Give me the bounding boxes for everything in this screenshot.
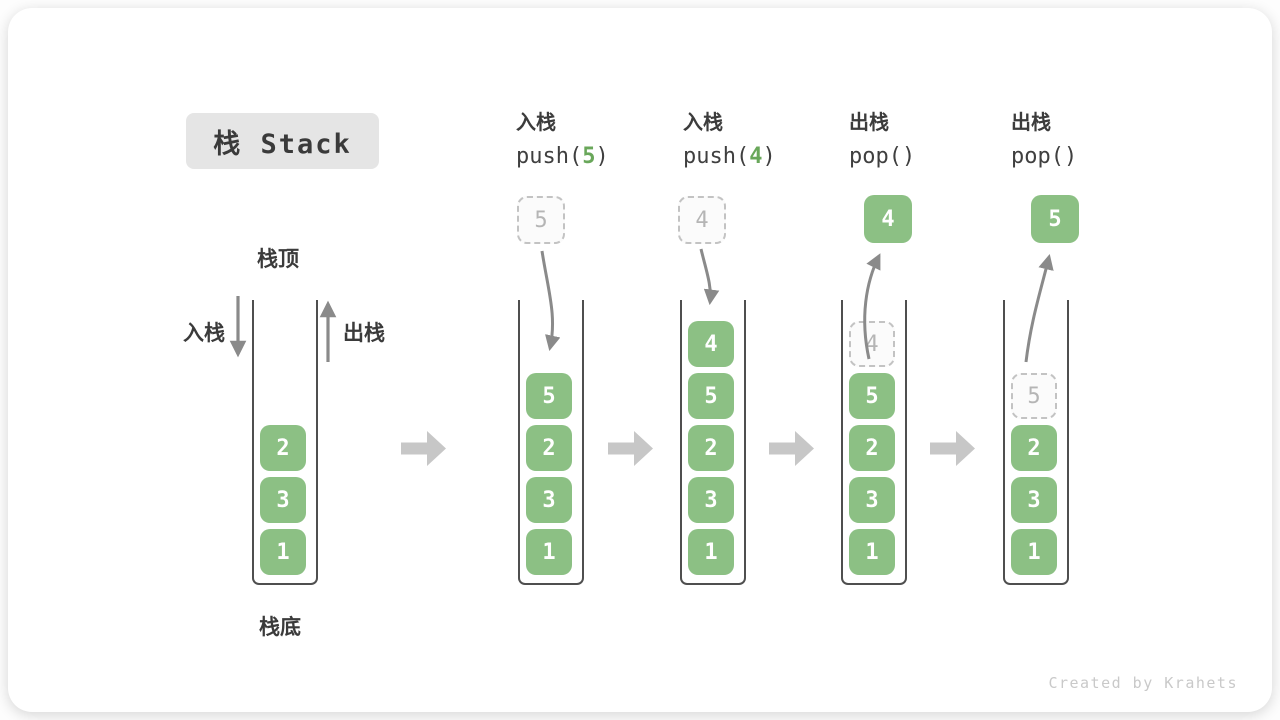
op-label: 出栈: [1011, 110, 1051, 134]
stack-block: 2: [260, 425, 306, 471]
stack-block: 1: [260, 529, 306, 575]
op-label: 出栈: [849, 110, 889, 134]
incoming-ghost-block: 4: [678, 196, 726, 244]
stack-block: 3: [688, 477, 734, 523]
op-code-close: ): [762, 144, 776, 169]
stack-block: 1: [526, 529, 572, 575]
op-label: 入栈: [683, 110, 723, 134]
op-header-pop-1: 出栈 pop(): [849, 106, 915, 169]
op-code: pop(): [1011, 144, 1077, 169]
op-code: push(5): [516, 144, 609, 169]
op-header-push-4: 入栈 push(4): [683, 106, 776, 169]
op-code-close: ): [901, 144, 916, 169]
stack-top-label: 栈顶: [257, 247, 299, 271]
op-header-pop-2: 出栈 pop(): [1011, 106, 1077, 169]
popped-block: 5: [1031, 195, 1079, 243]
incoming-ghost-block: 5: [517, 196, 565, 244]
stack-block: 2: [526, 425, 572, 471]
stack-block: 5: [526, 373, 572, 419]
stack-block: 5: [688, 373, 734, 419]
page-title: 栈 Stack: [213, 128, 352, 160]
op-code: push(4): [683, 144, 776, 169]
op-code: pop(): [849, 144, 915, 169]
op-code-open: pop(: [849, 144, 902, 169]
push-side-label: 入栈: [183, 321, 225, 345]
stack-block: 2: [1011, 425, 1057, 471]
op-code-close: ): [1063, 144, 1078, 169]
title-box: 栈 Stack: [186, 113, 379, 169]
pop-side-label: 出栈: [343, 321, 385, 345]
op-code-close: ): [595, 144, 609, 169]
stack-block: 3: [849, 477, 895, 523]
stack-block: 1: [849, 529, 895, 575]
stack-block: 3: [260, 477, 306, 523]
stack-block: 4: [688, 321, 734, 367]
op-code-open: push(: [683, 144, 750, 169]
popped-block: 4: [864, 195, 912, 243]
op-code-open: push(: [516, 144, 583, 169]
stack-block: 1: [1011, 529, 1057, 575]
op-code-arg: 5: [582, 144, 596, 169]
stack-block: 5: [849, 373, 895, 419]
watermark: Created by Krahets: [1048, 674, 1238, 692]
op-header-push-5: 入栈 push(5): [516, 106, 609, 169]
stack-block: 3: [526, 477, 572, 523]
stack-block: 1: [688, 529, 734, 575]
op-code-open: pop(: [1011, 144, 1064, 169]
op-code-arg: 4: [749, 144, 763, 169]
stack-block: 3: [1011, 477, 1057, 523]
op-label: 入栈: [516, 110, 556, 134]
stack-block: 2: [849, 425, 895, 471]
popped-ghost-slot: 4: [849, 321, 895, 367]
stack-block: 2: [688, 425, 734, 471]
stack-bottom-label: 栈底: [259, 615, 301, 639]
popped-ghost-slot: 5: [1011, 373, 1057, 419]
